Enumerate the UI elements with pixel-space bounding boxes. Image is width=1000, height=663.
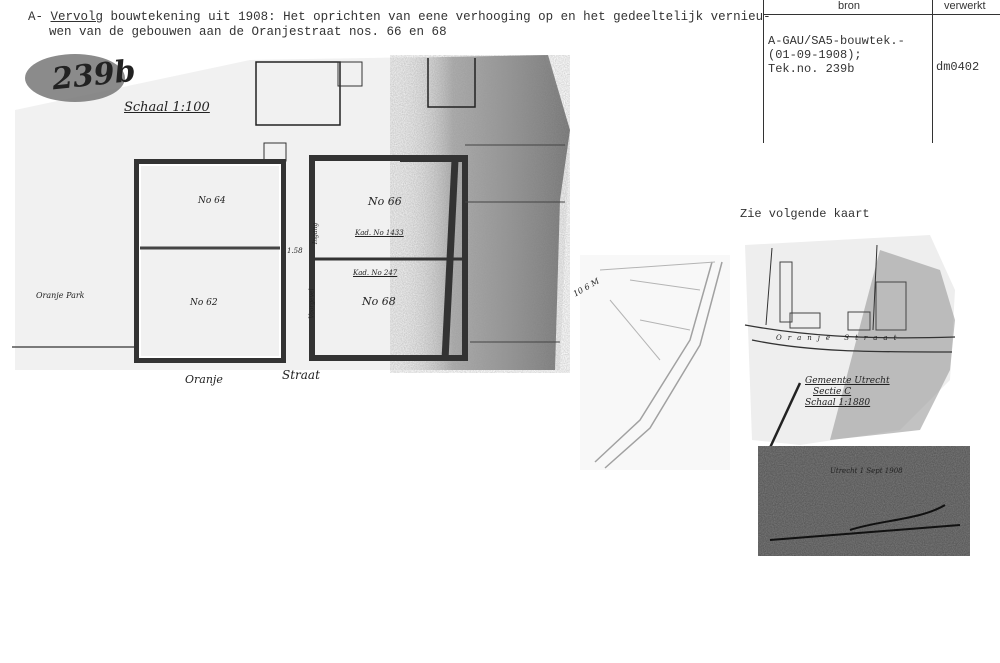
document-title-line-2: wen van de gebouwen aan de Oranjestraat … [49, 25, 447, 39]
outbuilding [255, 61, 341, 126]
table-header-bron: bron [838, 0, 861, 12]
label-kadaster-1: Kad. No 1433 [355, 229, 404, 237]
table-header-verwerkt: verwerkt [944, 0, 986, 12]
label-no-66: No 66 [368, 195, 402, 208]
bron-line: (01-09-1908); [768, 48, 862, 62]
dimension-label: 1.58 [287, 247, 303, 255]
bron-line: Tek.no. 239b [768, 62, 855, 76]
rear-wall [441, 159, 459, 361]
neighbour-building [427, 58, 476, 108]
map-street-label: Oranje Straat [776, 334, 903, 342]
building-no-66-68-wall [309, 155, 468, 361]
table-column-divider [932, 0, 933, 143]
building-no-64-62-wall [134, 159, 286, 363]
table-header-divider [763, 14, 1000, 15]
outbuilding-annex [337, 61, 363, 87]
north-arrow [766, 382, 802, 453]
plan-texture [390, 55, 570, 373]
label-no-64: No 64 [198, 196, 226, 206]
title-underlined: Vervolg [50, 10, 104, 24]
label-oranje-park: Oranje Park [36, 291, 85, 300]
mini-site-map [580, 255, 730, 470]
document-title-line-1: A- Vervolg bouwtekening uit 1908: Het op… [28, 10, 771, 24]
map-caption-line: Schaal 1:1880 [805, 398, 871, 408]
side-note: Zie volgende kaart [740, 207, 870, 221]
map-caption-line: Sectie C [813, 387, 852, 397]
cadastral-map [744, 235, 956, 453]
signature-note: Utrecht 1 Sept 1908 [830, 467, 903, 475]
table-left-border [763, 0, 764, 143]
plan-scale: Schaal 1:100 [124, 100, 210, 115]
stamp-patch [25, 54, 125, 102]
label-vertical-1: Ingang [312, 222, 320, 245]
label-no-62: No 62 [190, 298, 218, 308]
table-bron-cell: A-GAU/SA5-bouwtek.- (01-09-1908); Tek.no… [768, 34, 905, 76]
title-rest: bouwtekening uit 1908: Het oprichten van… [103, 10, 771, 24]
label-no-68: No 68 [362, 295, 396, 308]
map-caption-line: Gemeente Utrecht [805, 376, 890, 386]
bron-line: A-GAU/SA5-bouwtek.- [768, 34, 905, 48]
front-wall-dark [400, 156, 465, 162]
signature [769, 504, 961, 541]
label-vertical-2: Voorgevel [308, 288, 316, 319]
label-kadaster-2: Kad. No 247 [353, 269, 398, 277]
map-caption: Gemeente Utrecht Sectie C Schaal 1:1880 [805, 376, 890, 409]
label-street-oranje: Oranje [185, 373, 223, 386]
title-prefix: A- [28, 10, 44, 24]
label-street-straat: Straat [282, 368, 320, 382]
table-verwerkt-cell: dm0402 [936, 60, 980, 74]
